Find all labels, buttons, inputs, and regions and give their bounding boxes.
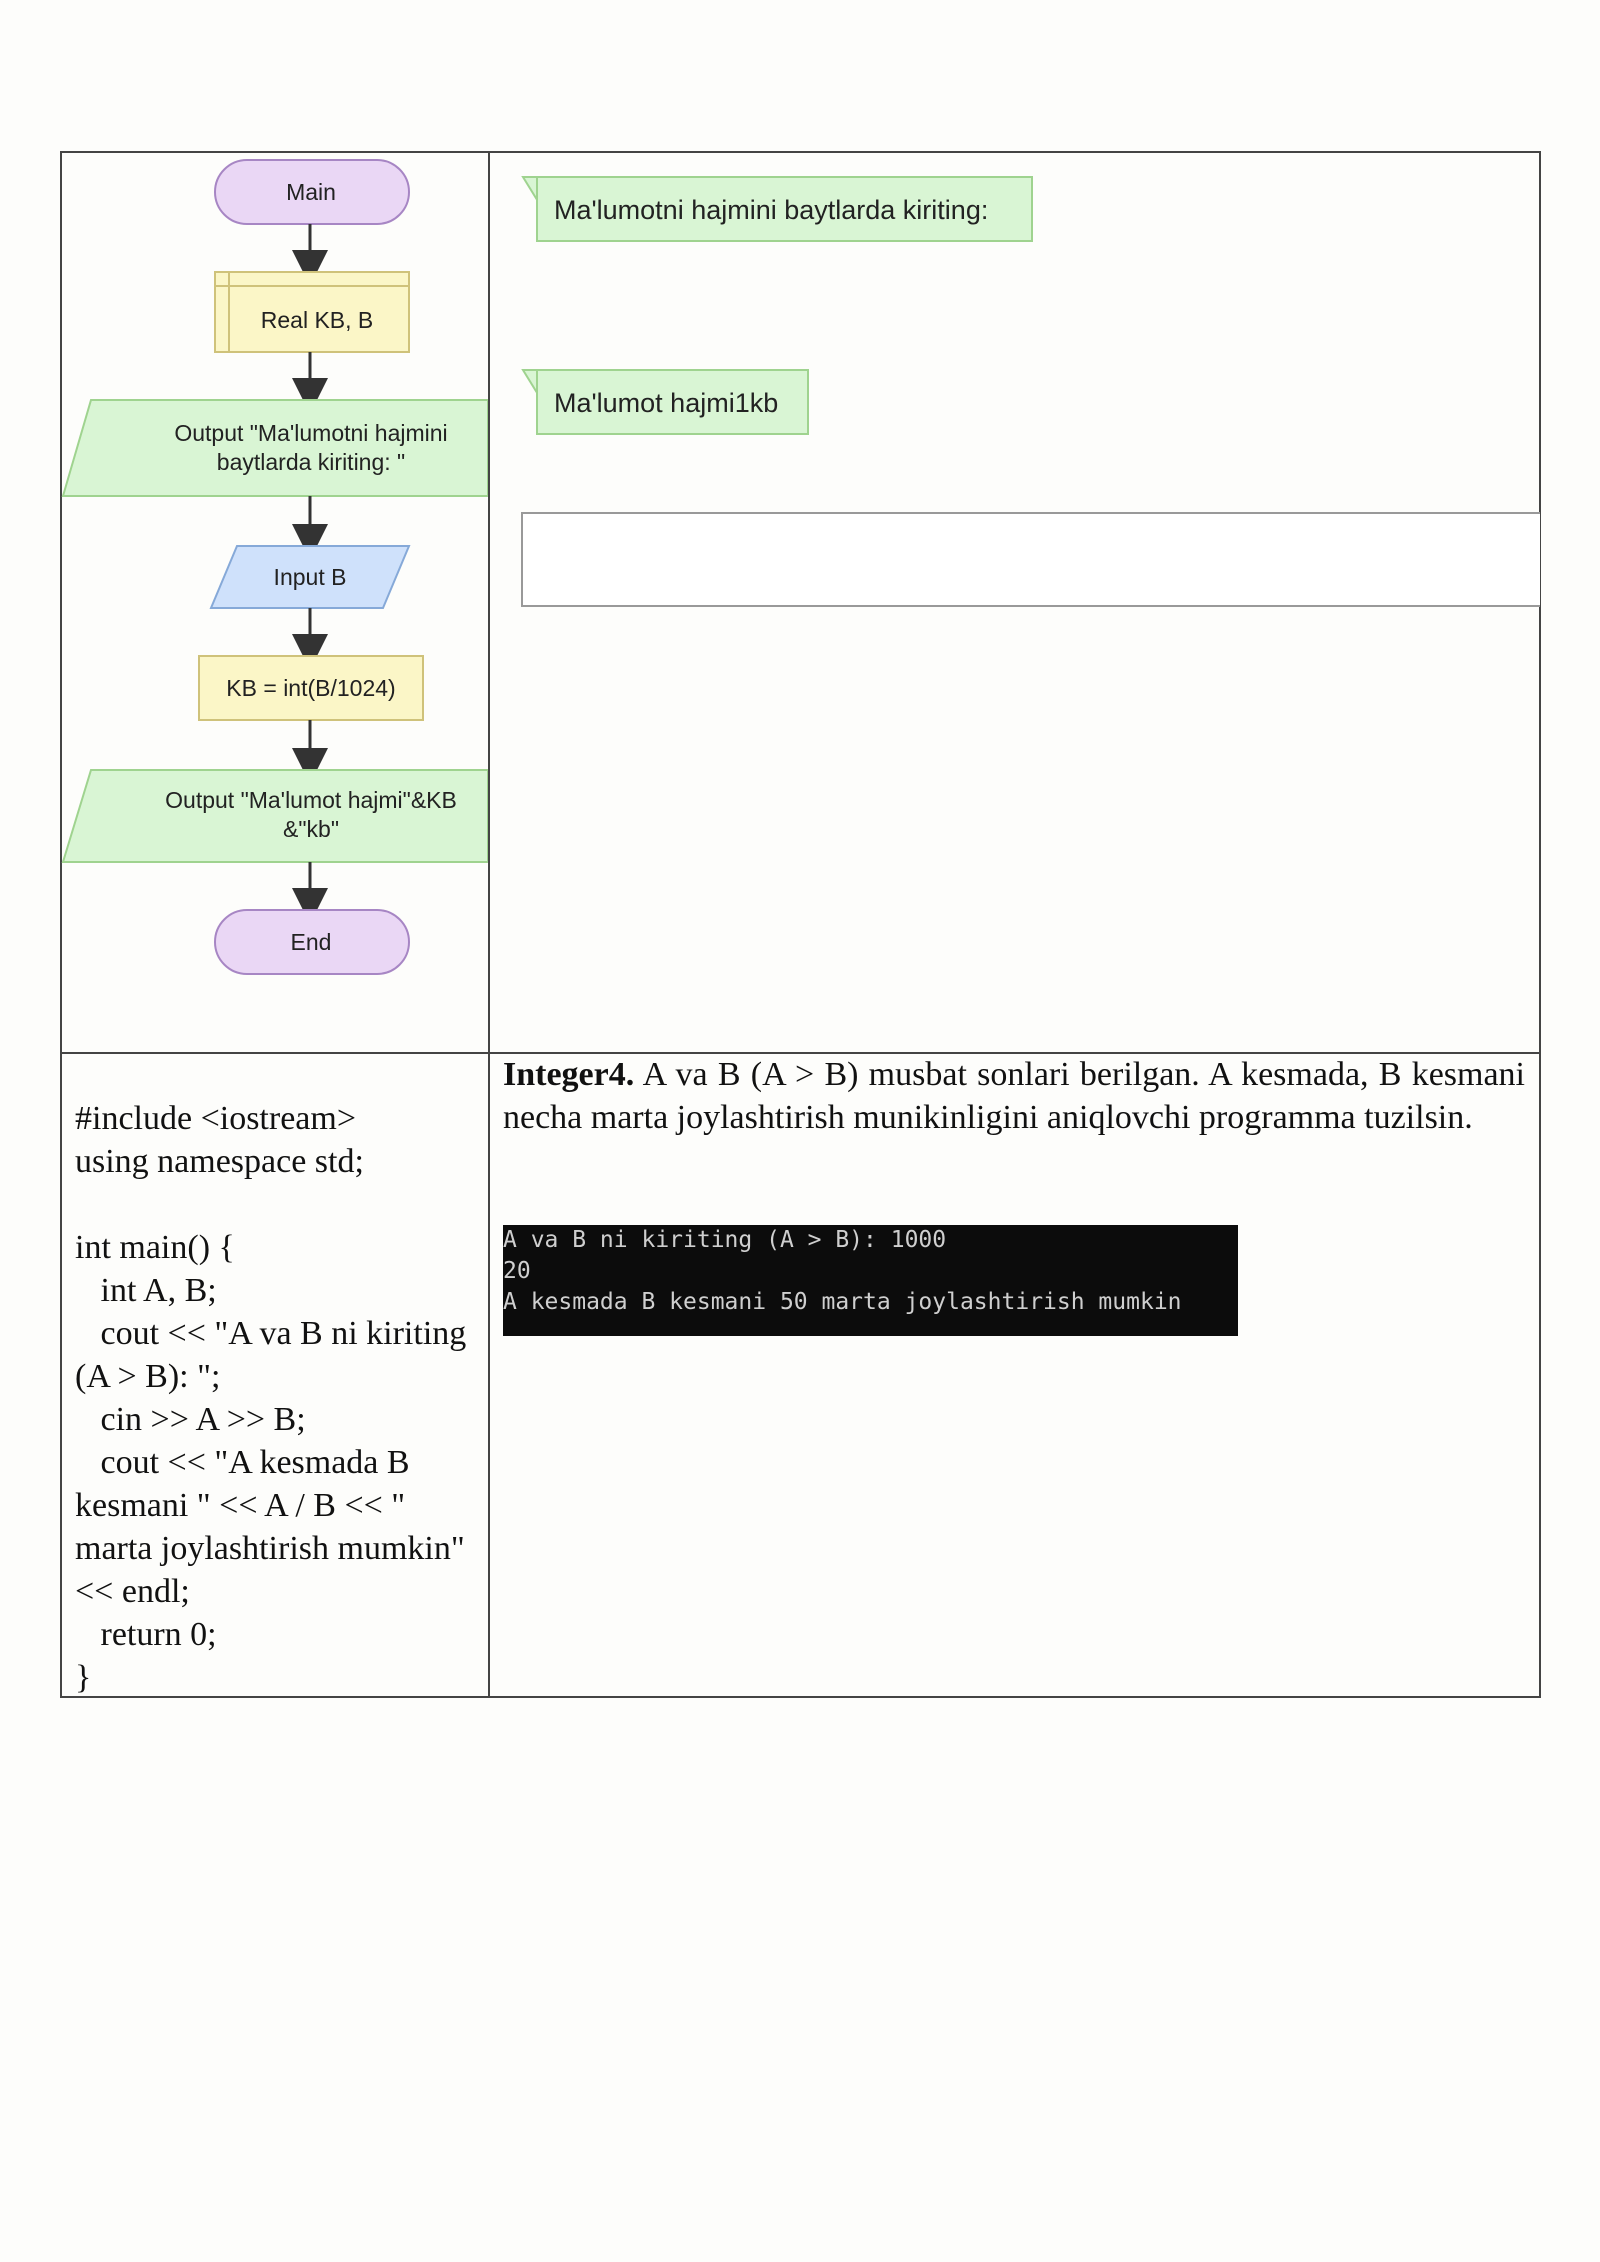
flowchart-shapes (61, 159, 488, 975)
table-divider-horizontal (60, 1052, 1541, 1054)
table-border-right (1539, 151, 1541, 1698)
table-border-left (60, 151, 62, 1698)
prompt-message: Ma'lumotni hajmini baytlarda kiriting: (536, 176, 1033, 242)
input-label: Input B (273, 564, 347, 590)
output2-parallelogram (61, 769, 488, 863)
output2-label-line1: Output "Ma'lumot hajmi"&KB (165, 787, 457, 813)
console-line-2: 20 (503, 1258, 531, 1284)
result-message: Ma'lumot hajmi1kb (536, 369, 809, 435)
console-output: A va B ni kiriting (A > B): 1000 20 A ke… (503, 1225, 1238, 1336)
console-line-3: A kesmada B kesmani 50 marta joylashtiri… (503, 1289, 1182, 1315)
cpp-source-code: #include <iostream> using namespace std;… (75, 1100, 467, 1696)
output1-label-line2: baytlarda kiriting: " (216, 449, 406, 475)
task-text: A va B (A > B) musbat sonlari berilgan. … (503, 1056, 1526, 1136)
output2-label-line2: &"kb" (283, 816, 339, 842)
output1-parallelogram (61, 399, 488, 497)
end-label: End (290, 929, 332, 955)
start-label: Main (286, 179, 336, 205)
table-border-top (60, 151, 1541, 153)
console-line-1: A va B ni kiriting (A > B): 1000 (503, 1227, 947, 1253)
end-terminal (214, 909, 410, 975)
start-terminal (214, 159, 410, 225)
output1-label-line1: Output "Ma'lumotni hajmini (174, 420, 448, 446)
flowchart: Main Real KB, B Output "Ma'lumotni hajmi… (61, 152, 488, 1052)
input-parallelogram (209, 545, 411, 609)
task-description: Integer4. A va B (A > B) musbat sonlari … (503, 1053, 1525, 1139)
table-border-bottom (60, 1696, 1541, 1698)
declare-label: Real KB, B (260, 307, 374, 333)
assign-label: KB = int(B/1024) (226, 675, 396, 701)
run-input-field[interactable] (521, 512, 1540, 607)
table-divider-vertical (488, 151, 490, 1698)
task-title: Integer4. (503, 1056, 635, 1093)
